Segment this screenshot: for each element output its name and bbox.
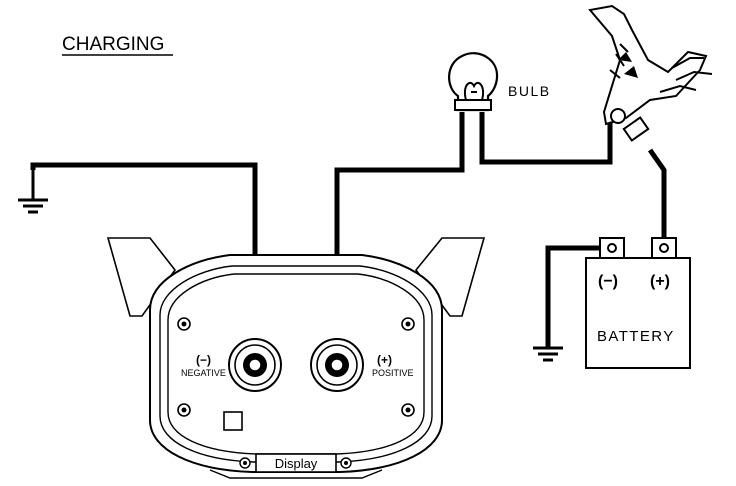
ground-icon [533, 346, 563, 362]
display-label: Display [275, 456, 318, 471]
negative-symbol: (−) [196, 353, 211, 367]
positive-terminal [310, 338, 364, 392]
battery-icon [585, 237, 691, 369]
battery-neg-symbol: (−) [598, 273, 618, 290]
bulb-icon [448, 52, 499, 112]
positive-symbol: (+) [377, 353, 392, 367]
ground-icon [18, 170, 48, 214]
hand-clip-icon [588, 4, 713, 142]
display-plate [239, 453, 352, 473]
device-body [106, 237, 486, 479]
bulb-label: BULB [508, 83, 551, 99]
clip-battery-wire [647, 148, 667, 240]
diagram-title: CHARGING [62, 34, 164, 55]
battery-label: BATTERY [597, 328, 675, 345]
battery-pos-symbol: (+) [650, 273, 670, 290]
negative-label: NEGATIVE [181, 368, 226, 378]
battery-ground-wire [545, 245, 612, 348]
negative-terminal [228, 338, 282, 392]
positive-label: POSITIVE [372, 368, 414, 378]
bulb-clip-wire [479, 112, 613, 165]
